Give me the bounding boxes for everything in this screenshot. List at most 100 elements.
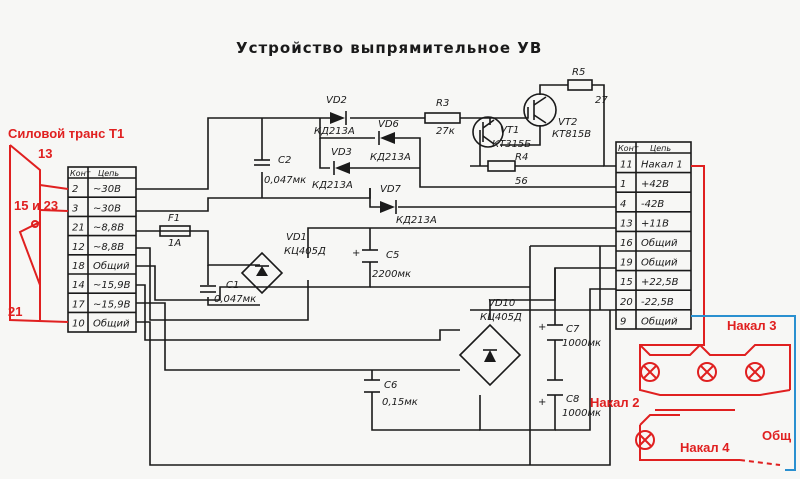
diode-bridge-vd10: VD10 КЦ405Д (458, 298, 522, 387)
left-header-net: Цепь (98, 169, 119, 178)
c5-value: 2200мк (372, 269, 411, 280)
left-connector-pin-number: 10 (72, 319, 85, 330)
right-connector-net-name: Общий (641, 257, 678, 269)
vd3-type: КД213А (312, 180, 353, 191)
vd10-type: КЦ405Д (480, 312, 522, 323)
left-connector-pin-number: 17 (72, 299, 85, 310)
left-connector-pin-number: 2 (72, 184, 78, 195)
right-connector-net-name: -42В (641, 199, 664, 210)
left-connector-net-name: ~15,9В (93, 280, 131, 291)
left-connector-frame (67, 166, 137, 333)
transistor-vt2: VT2 КТ815В (523, 93, 591, 140)
capacitor-c7: + C7 1000мк (538, 322, 601, 349)
c2-ref: C2 (278, 155, 291, 166)
right-connector-net-name: +22,5В (641, 277, 679, 288)
lamp-icon (635, 430, 655, 450)
right-header-pin: Конт (618, 144, 639, 153)
c5-ref: C5 (386, 250, 399, 261)
lamp-icon (697, 362, 717, 382)
lamp-icon (745, 362, 765, 382)
right-connector-pin-number: 19 (620, 258, 633, 269)
pin21-label: 21 (8, 304, 22, 319)
r3-ref: R3 (436, 98, 449, 109)
vt1-type: КТ315Б (492, 139, 531, 150)
right-connector-pin-number: 16 (620, 238, 633, 249)
c6-ref: C6 (384, 380, 397, 391)
diode-vd2: VD2 КД213А (314, 95, 355, 137)
capacitor-c8: + C8 1000мк (538, 379, 601, 419)
left-connector-pin-number: 21 (72, 223, 85, 234)
right-connector-pin-number: 13 (620, 218, 633, 229)
r5-value: 27 (595, 95, 608, 106)
pin13-label: 13 (38, 146, 52, 161)
c1-ref: C1 (226, 280, 239, 291)
resistor-r5: R5 27 (567, 67, 608, 106)
left-connector-net-name: ~30В (93, 184, 121, 195)
right-header-net: Цепь (650, 144, 671, 153)
left-connector-pin-number: 18 (72, 261, 85, 272)
r4-value: 56 (515, 176, 528, 187)
r4-ref: R4 (515, 152, 528, 163)
r5-ref: R5 (572, 67, 585, 78)
diode-vd7: VD7 КД213А (380, 184, 437, 226)
vd2-type: КД213А (314, 126, 355, 137)
resistor-r4: R4 56 (487, 152, 528, 187)
transformer-label: Силовой транс Т1 (8, 126, 124, 141)
transformer-annotation: Силовой транс Т1 13 15 и 23 21 (8, 126, 124, 323)
right-connector-pin-number: 4 (620, 199, 626, 210)
right-connector-net-name: -22,5В (641, 297, 674, 308)
vd7-type: КД213А (396, 215, 437, 226)
c1-value: 0,047мк (214, 294, 256, 305)
right-connector-net-name: Накал 1 (641, 160, 683, 171)
nakal2-label: Накал 2 (590, 395, 639, 410)
nakal3-label: Накал 3 (727, 318, 776, 333)
right-connector-pin-number: 15 (620, 277, 633, 288)
left-connector-net-name: ~30В (93, 203, 121, 214)
right-connector-pin-number: 11 (620, 160, 633, 171)
right-connector-net-name: +11В (641, 218, 669, 229)
transistor-vt1: VT1 КТ315Б (472, 116, 531, 150)
c2-value: 0,047мк (264, 175, 306, 186)
pins15-23-label: 15 и 23 (14, 198, 58, 213)
f1-value: 1А (168, 238, 181, 249)
vd1-ref: VD1 (286, 232, 307, 243)
heater-lamps: Накал 3 Накал 2 Накал 4 Общ (590, 165, 791, 466)
left-header-pin: Конт (70, 169, 91, 178)
diode-vd6: VD6 КД213А (370, 119, 411, 163)
right-connector-net-name: +42В (641, 179, 669, 190)
capacitor-c2: C2 0,047мк (254, 155, 306, 186)
capacitor-c1: C1 0,047мк (200, 280, 256, 305)
vd3-ref: VD3 (331, 147, 352, 158)
c8-plus: + (538, 397, 546, 408)
vt1-ref: VT1 (500, 125, 519, 136)
vt2-ref: VT2 (558, 117, 577, 128)
vt2-type: КТ815В (552, 129, 591, 140)
c6-value: 0,15мк (382, 397, 418, 408)
obsh-label: Общ (762, 428, 791, 443)
vd6-ref: VD6 (378, 119, 399, 130)
right-connector-pin-number: 1 (620, 179, 626, 190)
wiring (136, 84, 616, 466)
left-connector-pin-number: 14 (72, 280, 85, 291)
right-connector-net-name: Общий (641, 237, 678, 249)
left-connector-pin-number: 3 (72, 203, 78, 214)
fuse-f1: F1 1А (159, 213, 191, 249)
c7-value: 1000мк (562, 338, 601, 349)
left-connector-net-name: ~15,9В (93, 299, 131, 310)
vd10-ref: VD10 (488, 298, 515, 309)
right-connector-pin-number: 9 (620, 316, 626, 327)
left-connector-pin-number: 12 (72, 242, 85, 253)
left-connector-net-name: ~8,8В (93, 223, 124, 234)
c8-value: 1000мк (562, 408, 601, 419)
diode-vd3: VD3 КД213А (312, 147, 353, 191)
c7-plus: + (538, 322, 546, 333)
common-line (691, 315, 796, 471)
vd7-ref: VD7 (380, 184, 402, 195)
vd6-type: КД213А (370, 152, 411, 163)
c8-ref: C8 (566, 394, 579, 405)
c5-plus: + (352, 248, 360, 259)
